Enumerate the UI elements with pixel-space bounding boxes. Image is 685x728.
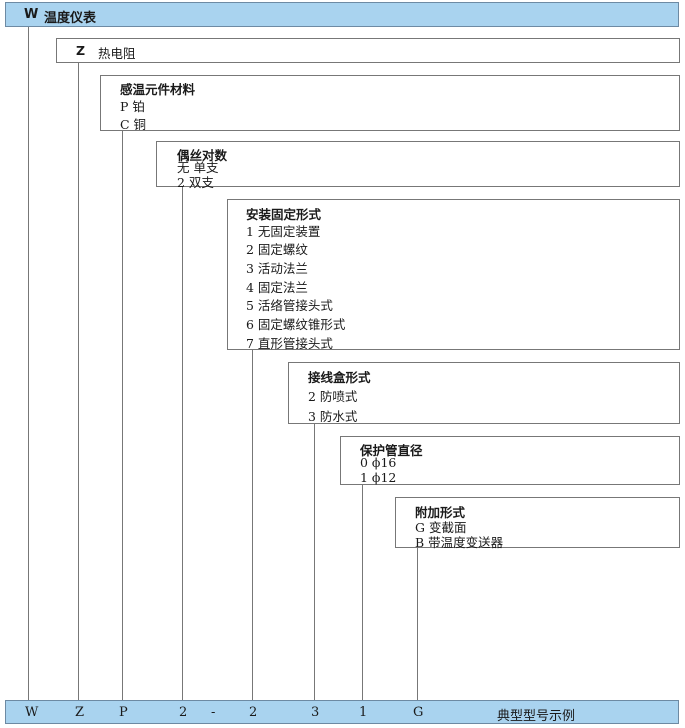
junction-item: 3 防水式 [308, 409, 358, 424]
header-title: 温度仪表 [44, 11, 97, 26]
mount-item: 5 活络管接头式 [246, 298, 333, 313]
mount-item: 3 活动法兰 [246, 261, 308, 276]
example-bar: W Z P 2 - 2 3 1 G 典型型号示例 [5, 700, 679, 724]
connector-3 [314, 424, 315, 700]
box-extra-title: 附加形式 [415, 505, 466, 520]
couple-item: 无 单支 [177, 160, 219, 175]
connector-1 [362, 485, 363, 700]
header-code: W [24, 7, 39, 22]
mount-item: 1 无固定装置 [246, 224, 321, 239]
box-mount: 安装固定形式 1 无固定装置 2 固定螺纹 3 活动法兰 4 固定法兰 5 活络… [227, 199, 680, 351]
connector-g [417, 548, 418, 700]
box-couple: 偶丝对数 无 单支 2 双支 [156, 141, 680, 190]
example-code: 1 [359, 705, 368, 720]
extra-item: B 带温度变送器 [415, 535, 504, 550]
example-code: 2 [179, 705, 188, 720]
example-caption: 典型型号示例 [497, 709, 576, 724]
header-bar: W 温度仪表 [5, 2, 679, 27]
extra-item: G 变截面 [415, 520, 467, 535]
box-mount-title: 安装固定形式 [246, 207, 322, 222]
example-code: P [119, 705, 128, 720]
box-junction: 接线盒形式 2 防喷式 3 防水式 [288, 362, 680, 424]
box-z: Z 热电阻 [56, 38, 680, 63]
example-code: W [25, 705, 39, 720]
example-code: 3 [311, 705, 320, 720]
tube-item: 0 ϕ16 [360, 455, 397, 470]
junction-item: 2 防喷式 [308, 389, 358, 404]
box-z-title: 热电阻 [98, 46, 136, 61]
box-tube-title: 保护管直径 [360, 443, 423, 458]
connector-z [78, 63, 79, 700]
connector-p [122, 131, 123, 700]
mount-item: 7 直形管接头式 [246, 336, 333, 351]
material-item: C 铜 [120, 117, 147, 132]
example-code: G [413, 705, 424, 720]
box-extra: 附加形式 G 变截面 B 带温度变送器 [395, 497, 680, 550]
box-z-code: Z [76, 43, 86, 58]
material-item: P 铂 [120, 99, 145, 114]
connector-2b [252, 350, 253, 700]
box-tube: 保护管直径 0 ϕ16 1 ϕ12 [340, 436, 680, 485]
box-couple-title: 偶丝对数 [177, 148, 228, 163]
box-junction-title: 接线盒形式 [308, 370, 371, 385]
example-code: Z [75, 705, 85, 720]
example-code: 2 [249, 705, 258, 720]
mount-item: 4 固定法兰 [246, 280, 308, 295]
mount-item: 2 固定螺纹 [246, 242, 308, 257]
example-code: - [211, 705, 216, 720]
connector-w [28, 27, 29, 700]
connector-2a [182, 187, 183, 700]
tube-item: 1 ϕ12 [360, 470, 397, 485]
box-material: 感温元件材料 P 铂 C 铜 [100, 75, 680, 132]
couple-item: 2 双支 [177, 175, 214, 190]
mount-item: 6 固定螺纹锥形式 [246, 317, 346, 332]
box-material-title: 感温元件材料 [120, 82, 196, 97]
